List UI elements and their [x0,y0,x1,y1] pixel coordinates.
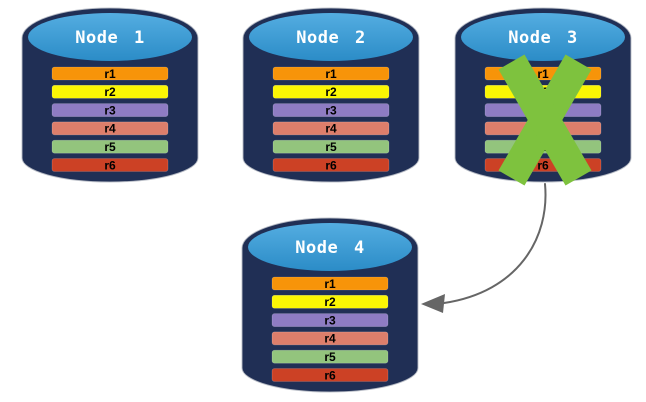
cylinder-top [249,13,413,61]
replica-bar [51,103,169,117]
replica-label: r1 [104,67,116,81]
replica-bar [271,313,389,327]
replica-bar [271,295,389,309]
replica-bar [51,85,169,99]
replica-bar [272,139,390,154]
replica-label: r4 [104,122,116,136]
replica-label: r1 [325,67,337,81]
arrowhead-icon [421,294,445,313]
replica-label: r6 [537,158,549,172]
replica-label: r5 [324,350,336,364]
node-title: Node 3 [508,28,577,48]
node-title: Node 4 [295,238,364,258]
node-title: Node 2 [296,28,365,48]
replica-label: r3 [325,103,337,117]
replica-bar [51,121,169,136]
replica-bar [51,139,169,154]
node-1: Node 1 r1 r2 r3 r4 r5 r6 [21,7,199,186]
replica-bar [51,66,169,81]
cylinder-top [248,223,412,271]
replica-bar [272,158,390,172]
replica-bar [271,276,389,291]
replica-label: r3 [104,103,116,117]
replica-label: r2 [324,295,336,309]
replica-label: r4 [325,122,337,136]
replica-label: r5 [325,140,337,154]
replica-stack: r1 r2 r3 r4 r5 r6 [51,66,169,172]
failure-cross-icon [498,54,592,186]
replica-label: r6 [324,368,336,382]
replica-stack: r1 r2 r3 r4 r5 r6 [271,276,389,382]
replica-label: r6 [104,158,116,172]
replica-label: r6 [325,158,337,172]
replica-label: r1 [537,67,549,81]
node-4: Node 4 r1 r2 r3 r4 r5 r6 [241,217,419,396]
cylinder-top [28,13,192,61]
replica-label: r3 [324,313,336,327]
node-2: Node 2 r1 r2 r3 r4 r5 r6 [242,7,420,186]
replica-label: r2 [325,85,337,99]
node-title: Node 1 [75,28,144,48]
replica-label: r4 [324,332,336,346]
replica-bar [272,103,390,117]
replica-bar [271,349,389,364]
replica-bar [272,66,390,81]
replica-bar [271,368,389,382]
replica-label: r2 [104,85,116,99]
replica-bar [272,85,390,99]
replica-label: r1 [324,277,336,291]
replica-bar [272,121,390,136]
arrow-curve [443,183,547,304]
replica-stack: r1 r2 r3 r4 r5 r6 [272,66,390,172]
cylinder-top [461,13,625,61]
replica-bar [271,331,389,346]
replica-bar [51,158,169,172]
replica-label: r5 [104,140,116,154]
